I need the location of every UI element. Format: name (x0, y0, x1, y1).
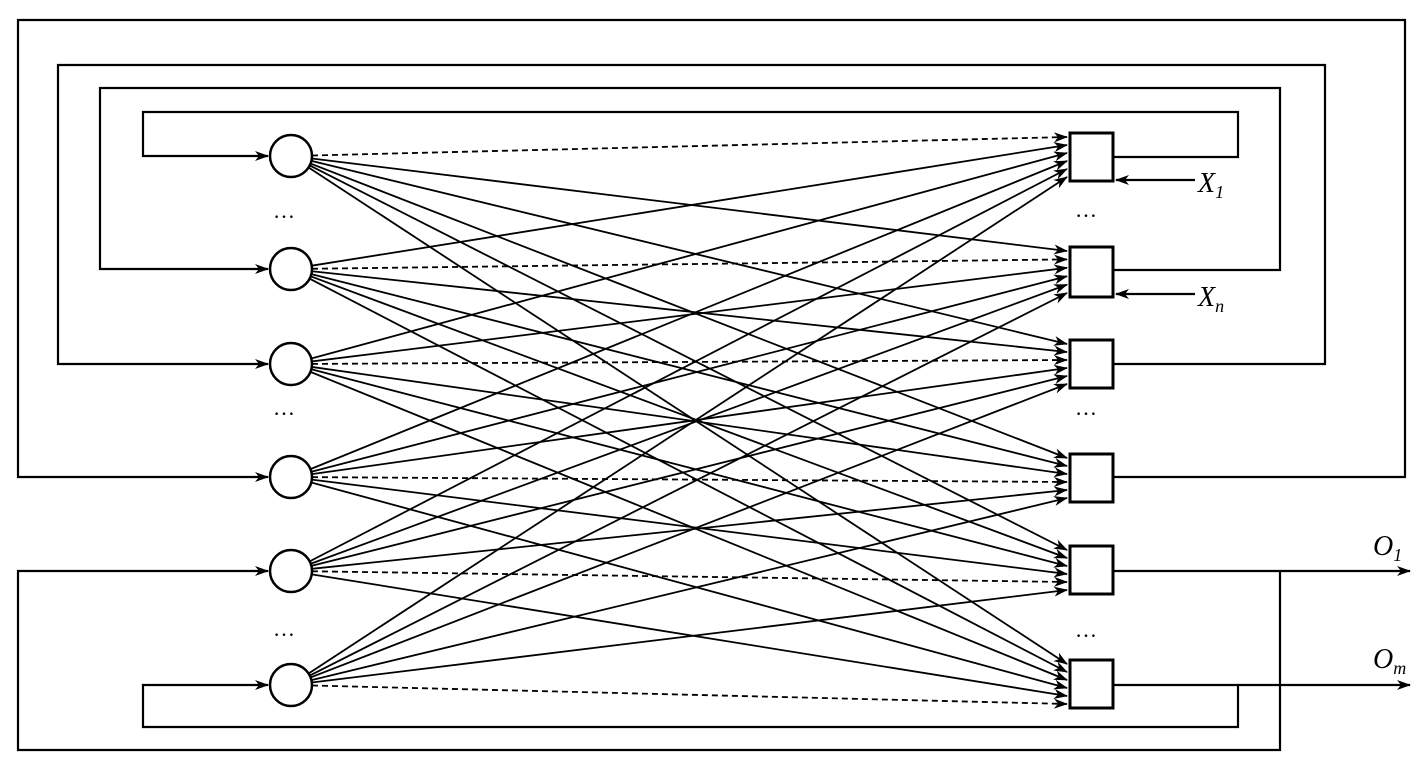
connection-h4-o5 (311, 478, 1068, 578)
feedback-loops (16, 18, 1411, 752)
ellipsis-hidden-2: … (273, 395, 297, 420)
connection-h2-o1 (311, 142, 1068, 267)
input-label-x1: X1 (1197, 168, 1224, 202)
feedback-loop-3 (56, 63, 1327, 369)
connection-h2-o4 (311, 273, 1068, 468)
connection-h4-o6 (311, 481, 1068, 690)
hidden-node-6 (268, 662, 314, 708)
connection-h6-o2 (309, 292, 1068, 677)
connection-h4-o3 (311, 364, 1068, 475)
hidden-node-5 (268, 548, 314, 594)
hidden-node-3 (268, 341, 314, 387)
connection-h2-o2 (311, 254, 1068, 270)
feedback-loop-5 (16, 566, 1282, 752)
connection-h3-o3 (311, 355, 1068, 366)
ellipsis-hidden-1: … (273, 198, 297, 223)
connection-h3-o5 (311, 368, 1068, 568)
ellipsis-output-3: … (1075, 617, 1099, 642)
hidden-node-1 (268, 133, 314, 179)
connection-h2-o5 (310, 275, 1068, 559)
connection-h5-o1 (309, 168, 1068, 563)
connection-h1-o6 (308, 166, 1068, 665)
connection-h4-o2 (311, 274, 1068, 473)
connection-h6-o1 (308, 176, 1068, 675)
feedback-loop-4 (16, 18, 1407, 482)
connection-h6-o5 (311, 586, 1068, 684)
output-node-3 (1068, 338, 1115, 390)
connection-h6-o6 (311, 684, 1068, 709)
connection-h5-o3 (311, 374, 1068, 567)
output-node-4 (1068, 452, 1115, 504)
hidden-node-4 (268, 454, 314, 500)
connection-h1-o3 (311, 160, 1068, 346)
output-node-6 (1068, 658, 1115, 710)
connection-h2-o3 (311, 270, 1068, 356)
input-label-xn: Xn (1197, 282, 1224, 316)
connection-h5-o5 (311, 570, 1068, 587)
hidden-node-2 (268, 246, 314, 292)
output-label-om: Om (1373, 644, 1406, 678)
ellipsis-output-1: … (1075, 197, 1099, 222)
ellipsis-output-2: … (1075, 395, 1099, 420)
output-label-o1: O1 (1373, 531, 1402, 565)
ellipsis-hidden-3: … (273, 616, 297, 641)
output-node-5 (1068, 544, 1115, 596)
output-node-1 (1068, 131, 1115, 183)
connection-h1-o5 (309, 164, 1068, 551)
connection-h4-o4 (311, 476, 1068, 487)
connection-h1-o1 (311, 132, 1068, 157)
feedback-loop-6 (141, 680, 1240, 729)
connection-h4-o1 (310, 160, 1068, 470)
connection-h6-o4 (311, 496, 1068, 681)
connections (308, 132, 1068, 709)
connection-h6-o3 (310, 383, 1068, 679)
output-node-2 (1068, 245, 1115, 299)
feedback-loop-2 (98, 86, 1282, 274)
connection-h3-o1 (311, 151, 1068, 360)
feedback-loop-1 (141, 110, 1240, 161)
connection-h2-o6 (309, 277, 1068, 673)
connection-h5-o4 (311, 486, 1068, 570)
nodes (268, 131, 1115, 710)
connection-h5-o6 (311, 573, 1068, 699)
